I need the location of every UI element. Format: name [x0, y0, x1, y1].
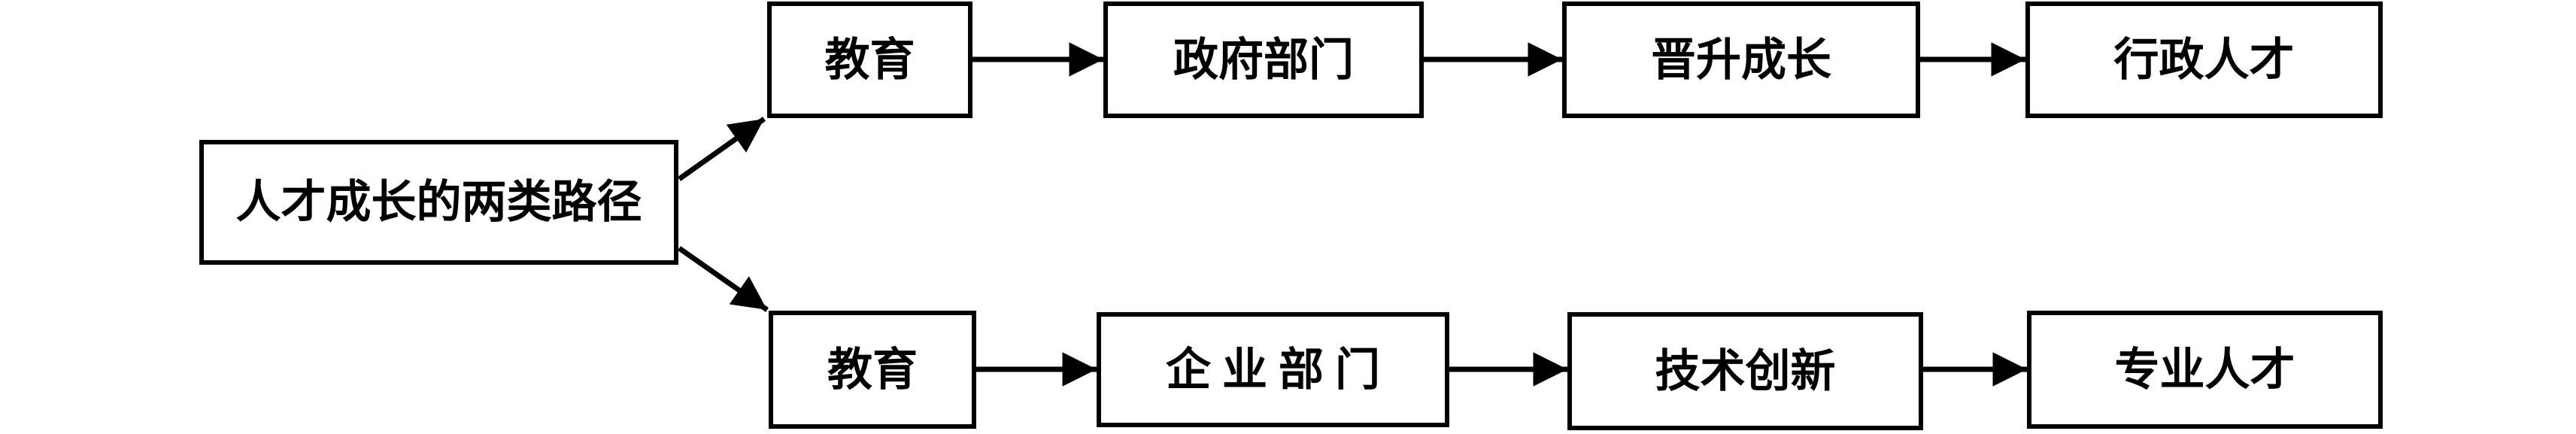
node-label: 教育 [827, 344, 918, 395]
node-label: 晋升成长 [1651, 35, 1831, 85]
node-label: 专业人才 [2114, 344, 2295, 395]
node-administrative-talent: 行政人才 [2025, 2, 2383, 118]
node-technical-innovation: 技术创新 [1567, 312, 1923, 430]
node-label: 教育 [824, 35, 915, 85]
node-root-talent-growth-paths: 人才成长的两类路径 [199, 140, 678, 265]
node-label: 企 业 部 门 [1166, 344, 1380, 395]
node-government-department: 政府部门 [1103, 2, 1424, 118]
node-professional-talent: 专业人才 [2027, 311, 2383, 429]
node-education-top: 教育 [767, 2, 972, 118]
node-promotion-growth: 晋升成长 [1562, 2, 1920, 118]
node-label: 人才成长的两类路径 [235, 178, 642, 227]
node-label: 行政人才 [2113, 35, 2295, 85]
arrow-root-to-education-bottom [677, 246, 769, 312]
node-education-bottom: 教育 [769, 311, 976, 429]
node-label: 政府部门 [1173, 35, 1354, 85]
arrow-root-to-education-top [677, 117, 766, 181]
node-enterprise-department: 企 业 部 门 [1097, 312, 1449, 427]
node-label: 技术创新 [1655, 346, 1836, 396]
